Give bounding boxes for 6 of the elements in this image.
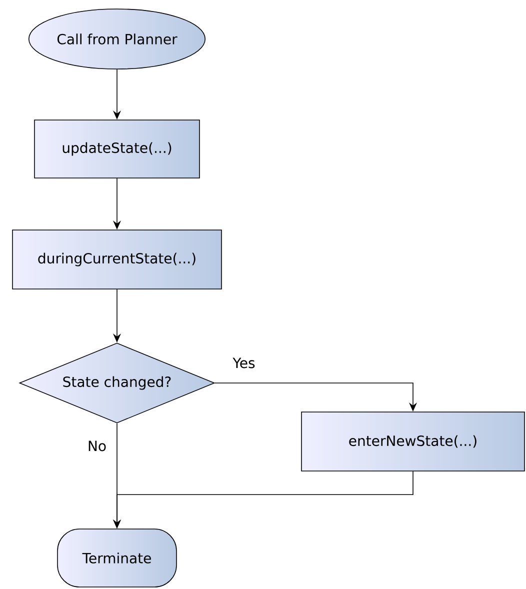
process-box: updateState(...) xyxy=(34,120,200,178)
process-box: enterNewState(...) xyxy=(301,412,525,472)
process-box: duringCurrentState(...) xyxy=(12,230,222,290)
terminator: Terminate xyxy=(57,528,177,588)
edge-label: No xyxy=(88,440,106,452)
edge-label: Yes xyxy=(232,358,255,368)
